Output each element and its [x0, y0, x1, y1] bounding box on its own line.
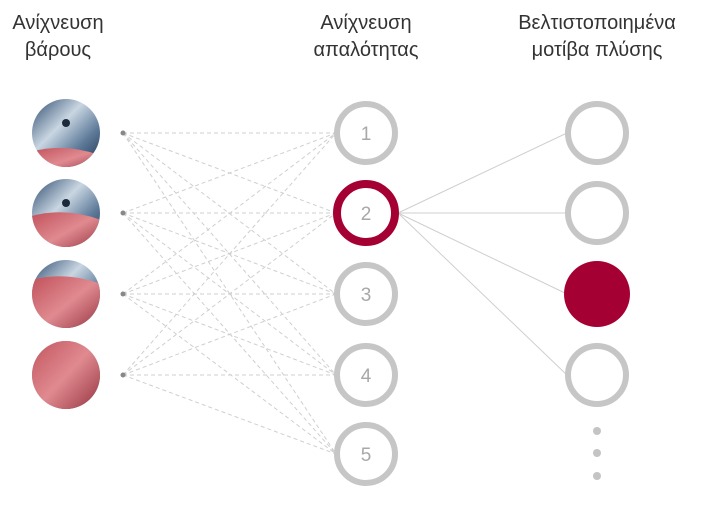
connection-line [122, 293, 337, 376]
pattern-circle [565, 101, 629, 165]
node-dot [120, 291, 126, 297]
load-image-heavy [32, 260, 100, 328]
connection-line [122, 132, 337, 376]
softness-number: 5 [361, 445, 372, 466]
node-dot [120, 210, 126, 216]
node-dot [120, 130, 126, 136]
softness-number: 1 [361, 124, 372, 145]
pattern-connection-line [397, 212, 568, 295]
load-image-light [32, 99, 100, 167]
header-line: βάρους [24, 39, 92, 61]
pattern-circle [565, 343, 629, 407]
pattern-connection-line [397, 212, 568, 376]
connection-line [122, 132, 337, 295]
header-line: απαλότητας [313, 39, 419, 61]
node-dot [120, 372, 126, 378]
selected-pattern [564, 261, 630, 327]
load-image-full [32, 341, 100, 409]
header-line: Ανίχνευση [12, 12, 104, 34]
softness-level-1 [334, 101, 398, 165]
more-ellipsis-dot [593, 427, 601, 435]
connection-line [122, 374, 337, 455]
pattern-circle [565, 181, 629, 245]
softness-number: 2 [361, 204, 372, 225]
more-ellipsis-dot [593, 449, 601, 457]
softness-level-5 [334, 422, 398, 486]
header-weight-detection: Ανίχνευση βάρους [0, 10, 168, 64]
header-line: Βελτιστοποιημένα [518, 12, 676, 34]
softness-number: 3 [361, 285, 372, 306]
header-line: μοτίβα πλύσης [531, 39, 663, 61]
softness-level-3 [334, 262, 398, 326]
connection-line [122, 132, 337, 214]
header-optimized-patterns: Βελτιστοποιημένα μοτίβα πλύσης [487, 10, 707, 64]
header-line: Ανίχνευση [320, 12, 412, 34]
more-ellipsis-dot [593, 472, 601, 480]
connection-line [122, 212, 337, 455]
header-softness-detection: Ανίχνευση απαλότητας [256, 10, 476, 64]
softness-level-2 [333, 180, 399, 246]
softness-level-4 [334, 343, 398, 407]
pattern-connection-line [397, 132, 568, 214]
softness-number: 4 [361, 366, 372, 387]
connection-line [122, 212, 337, 376]
connection-line [122, 293, 337, 455]
load-image-medium [32, 179, 100, 247]
